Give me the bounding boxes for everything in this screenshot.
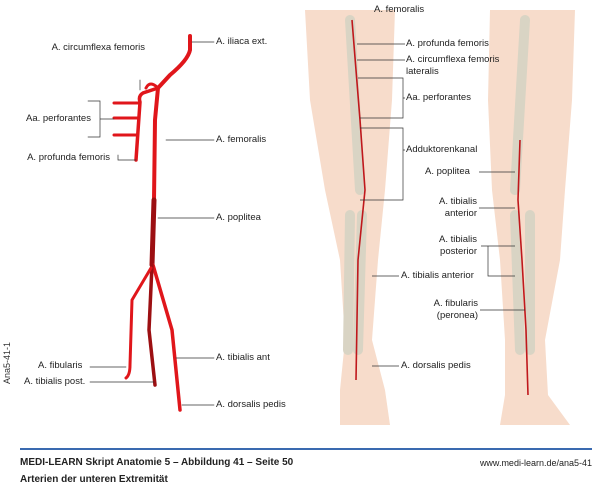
label-perforantes-ill: Aa. perforantes: [406, 92, 471, 103]
label-dorsalis-ill: A. dorsalis pedis: [401, 360, 471, 371]
label-poplitea-ill: A. poplitea: [425, 166, 470, 177]
label-tibialis-anterior: A. tibialis anterior: [401, 270, 474, 281]
footer-url[interactable]: www.medi-learn.de/ana5-41: [479, 458, 592, 468]
label-dorsalis: A. dorsalis pedis: [216, 399, 286, 410]
footer-subtitle: Arterien der unteren Extremität: [20, 474, 168, 485]
label-circumflexa-lat: A. circumflexa femoris lateralis: [406, 54, 500, 77]
schematic-arteries: [87, 34, 215, 412]
label-fibularis-ill: A. fibularis (peronea): [433, 298, 478, 321]
figure-id: Ana5-41-1: [2, 341, 13, 385]
label-tibialis-anterior-back: A. tibialis anterior: [438, 196, 477, 219]
front-leg-illustration: [305, 10, 395, 425]
back-leg-illustration: [488, 10, 575, 425]
label-tibialis-posterior: A. tibialis posterior: [438, 234, 477, 257]
label-tibialis-post: A. tibialis post.: [24, 376, 86, 387]
label-adduktorenkanal: Adduktorenkanal: [406, 144, 478, 155]
label-femoralis-ill: A. femoralis: [374, 4, 425, 15]
label-profunda: A. profunda femoris: [27, 152, 110, 163]
label-fibularis: A. fibularis: [38, 360, 83, 371]
label-perforantes: Aa. perforantes: [26, 113, 91, 124]
label-circumflexa: A. circumflexa femoris: [51, 42, 145, 53]
label-profunda-ill: A. profunda femoris: [406, 38, 489, 49]
label-femoralis: A. femoralis: [216, 134, 267, 145]
label-tibialis-ant: A. tibialis ant: [216, 352, 270, 363]
leader-lines: [357, 43, 525, 367]
footer-title: MEDI-LEARN Skript Anatomie 5 – Abbildung…: [20, 457, 294, 468]
label-poplitea: A. poplitea: [216, 212, 261, 223]
label-iliaca: A. iliaca ext.: [216, 36, 268, 47]
